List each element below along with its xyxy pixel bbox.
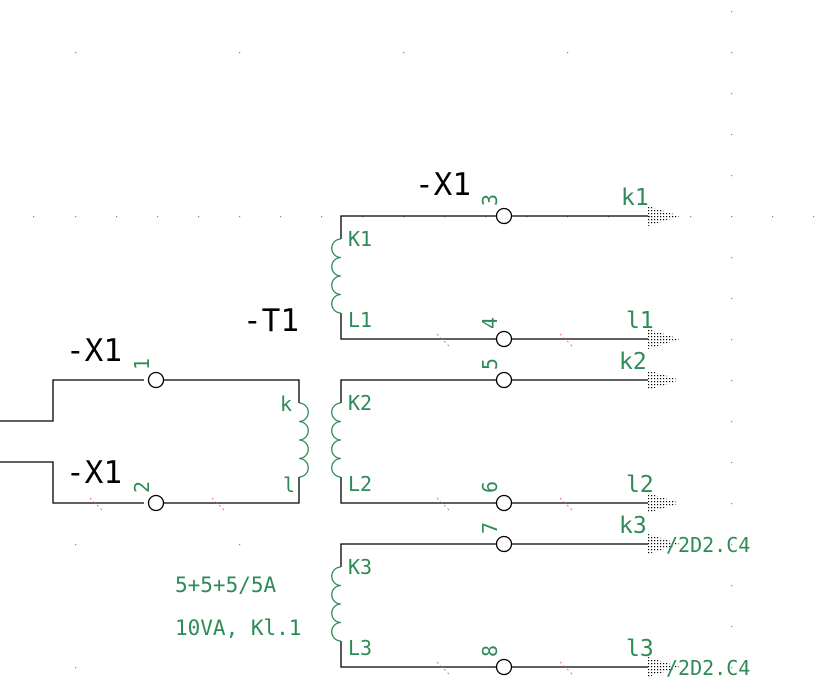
arrow-k3[interactable] (648, 534, 680, 554)
terminal-label-2: 2 (130, 481, 154, 493)
secondary-coil-2 (331, 402, 342, 478)
cross-ref-l3[interactable]: /2D2.C4 (666, 656, 750, 680)
signal-k2: k2 (619, 349, 647, 375)
wire-primary-in-top (0, 379, 144, 422)
terminal-label-4: 4 (478, 317, 502, 329)
signal-l3: l3 (626, 636, 654, 662)
primary-coil (298, 402, 309, 478)
terminal-label-7: 7 (478, 522, 502, 534)
ref-t1: -T1 (243, 303, 299, 339)
primary-pin-k: k (280, 392, 292, 416)
secondary-winding-1 (331, 206, 680, 349)
wire-k1-top (340, 215, 496, 239)
secondary-coil-3 (331, 566, 342, 642)
arrow-k1[interactable] (648, 206, 680, 226)
winding-end-l3: L3 (348, 636, 372, 660)
wire-k3-top (340, 543, 496, 567)
wire-primary-l (164, 477, 300, 504)
winding-start-k1: K1 (348, 227, 372, 251)
wire-l2-bottom (340, 477, 496, 504)
secondary-coil-1 (331, 238, 342, 314)
terminal-label-6: 6 (478, 481, 502, 493)
winding-start-k3: K3 (348, 555, 372, 579)
arrow-k2[interactable] (648, 370, 680, 390)
dimension-marks (89, 333, 575, 677)
wire-primary-in-bottom (0, 461, 144, 504)
terminal-1[interactable] (147, 371, 165, 389)
transformer-ratio: 5+5+5/5A (175, 573, 277, 597)
terminal-5[interactable] (495, 371, 513, 389)
terminal-3[interactable] (495, 207, 513, 225)
terminal-8[interactable] (495, 658, 513, 676)
terminal-label-1: 1 (130, 358, 154, 370)
wire-primary-k (164, 379, 300, 403)
winding-end-l1: L1 (348, 308, 372, 332)
arrow-l1[interactable] (648, 329, 680, 349)
arrow-l2[interactable] (648, 493, 680, 513)
wire-l1-bottom (340, 313, 496, 340)
wire-l3-bottom (340, 641, 496, 668)
winding-end-l2: L2 (348, 472, 372, 496)
terminal-4[interactable] (495, 330, 513, 348)
winding-start-k2: K2 (348, 391, 372, 415)
signal-k1: k1 (621, 185, 649, 211)
secondary-winding-3 (331, 534, 680, 677)
terminal-7[interactable] (495, 535, 513, 553)
primary-pin-l: l (283, 473, 295, 497)
signal-l2: l2 (626, 472, 654, 498)
arrow-l3[interactable] (648, 657, 680, 677)
ref-x1-pin1: -X1 (66, 333, 122, 369)
wire-k2-top (340, 379, 496, 403)
signal-k3: k3 (619, 513, 647, 539)
signal-l1: l1 (626, 308, 654, 334)
ref-x1-top: -X1 (415, 167, 471, 203)
primary-circuit (0, 371, 309, 512)
secondary-winding-2 (331, 370, 680, 513)
transformer-rating: 10VA, Kl.1 (175, 616, 301, 640)
terminal-label-5: 5 (478, 358, 502, 370)
terminal-2[interactable] (147, 494, 165, 512)
cross-ref-k3[interactable]: /2D2.C4 (666, 533, 750, 557)
terminal-label-3: 3 (478, 194, 502, 206)
ref-x1-pin2: -X1 (66, 455, 122, 491)
terminal-label-8: 8 (478, 645, 502, 657)
terminal-6[interactable] (495, 494, 513, 512)
